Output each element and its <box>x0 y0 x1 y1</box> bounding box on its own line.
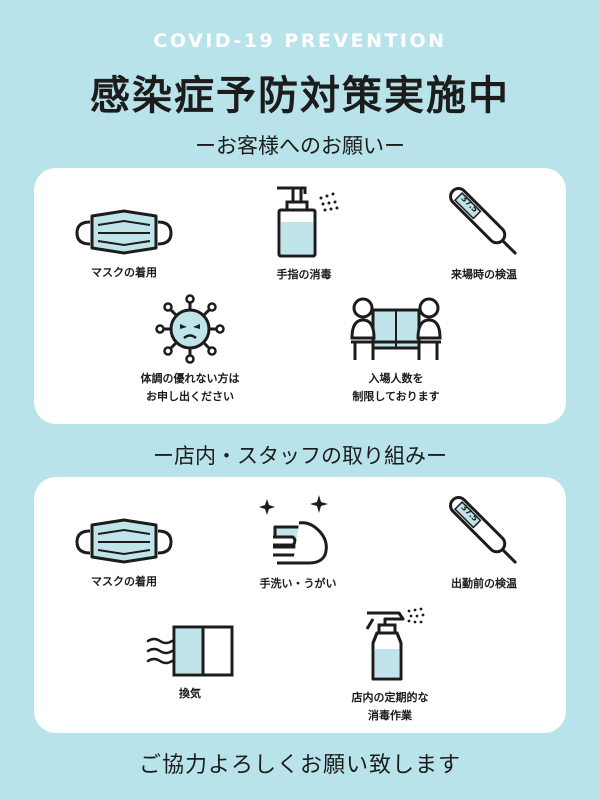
customer-item-capacity: 入場人数を 制限しております <box>296 294 496 406</box>
customer-item-sanitizer: 手指の消毒 <box>204 184 404 284</box>
customer-requests-card: マスクの着用 手指の消毒 37.5 来場時の <box>34 168 566 424</box>
footer-message: ご協力よろしくお願い致します <box>138 753 461 778</box>
staff-item-mask: マスクの着用 <box>24 517 224 591</box>
spray-bottle-icon <box>365 607 425 681</box>
thermometer-icon: 37.5 <box>449 496 517 564</box>
customer-item-mask: マスクの着用 <box>24 208 224 282</box>
item-label: 手洗い・うがい <box>259 577 337 590</box>
sanitizer-bottle-icon <box>277 186 339 258</box>
item-label: 手指の消毒 <box>276 268 332 281</box>
mask-icon <box>75 518 173 564</box>
item-label: マスクの着用 <box>91 266 157 279</box>
item-label: 店内の定期的な 消毒作業 <box>351 691 429 722</box>
item-label: 体調の優れない方は お申し出ください <box>140 372 240 403</box>
staff-section-title: ー店内・スタッフの取り組みー <box>153 444 447 468</box>
mask-icon <box>75 209 173 255</box>
staff-item-ventilation: 換気 <box>90 623 290 703</box>
staff-item-disinfection: 店内の定期的な 消毒作業 <box>290 607 490 725</box>
item-label: 来場時の検温 <box>451 268 517 281</box>
page-title: 感染症予防対策実施中 <box>90 73 510 119</box>
item-label: マスクの着用 <box>91 575 157 588</box>
virus-icon <box>155 294 225 364</box>
customer-section-title: ーお客様へのお願いー <box>195 134 405 158</box>
customer-item-unwell: 体調の優れない方は お申し出ください <box>90 294 290 406</box>
english-title: COVID-19 PREVENTION <box>153 30 447 52</box>
item-label: 入場人数を 制限しております <box>352 372 440 403</box>
hand-wash-icon <box>259 495 328 565</box>
people-distance-icon <box>350 297 442 360</box>
staff-item-thermometer: 37.5 出勤前の検温 <box>384 493 584 593</box>
customer-item-thermometer: 37.5 来場時の検温 <box>384 184 584 284</box>
item-label: 出勤前の検温 <box>451 577 517 590</box>
staff-measures-card: マスクの着用 手洗い・うがい 37.5 出勤前の検温 <box>34 477 566 733</box>
thermometer-icon: 37.5 <box>449 187 517 255</box>
staff-item-handwash: 手洗い・うがい <box>198 493 398 593</box>
ventilation-window-icon <box>146 625 234 677</box>
item-label: 換気 <box>179 687 201 700</box>
